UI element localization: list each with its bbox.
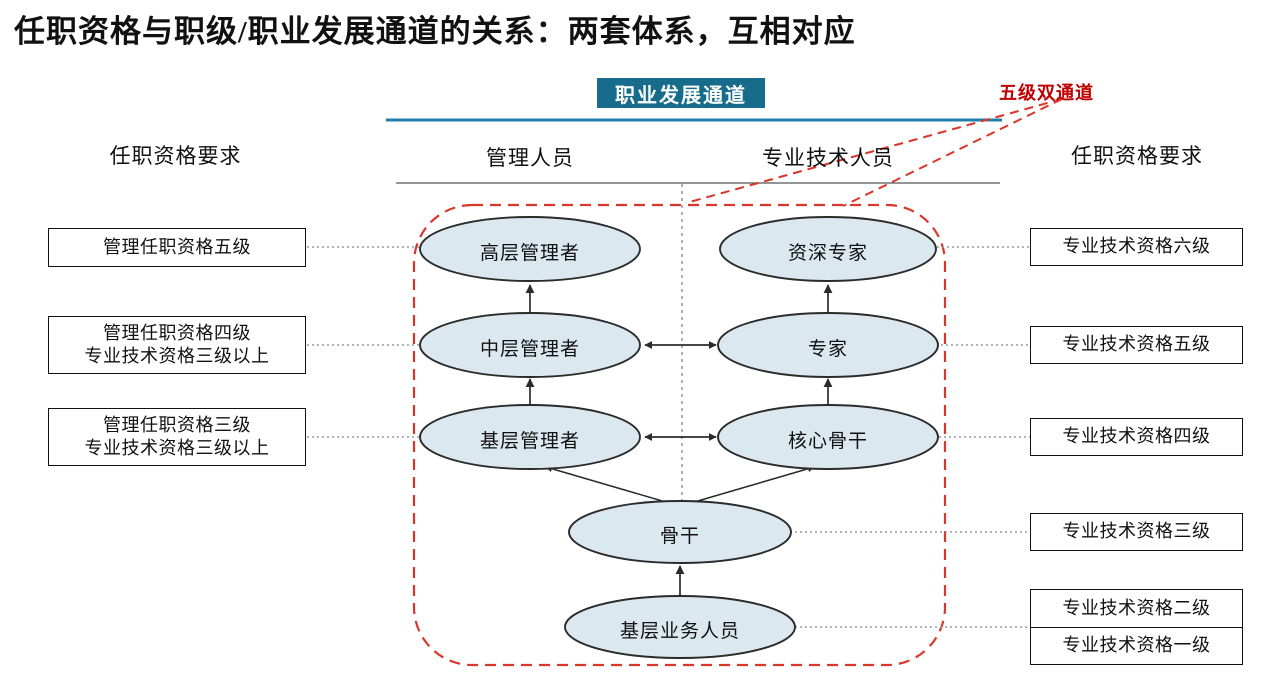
node-tech-senior (719, 216, 937, 282)
annotation-leader-1 (842, 98, 1063, 207)
node-backbone (568, 500, 792, 564)
right-box-tech-l2-l1: 专业技术资格二级 专业技术资格一级 (1030, 589, 1243, 665)
column-heading-technical: 专业技术人员 (762, 146, 894, 170)
left-box-mgmt-l4-line2: 专业技术资格三级以上 (84, 346, 270, 366)
career-channel-badge: 职业发展通道 (597, 78, 765, 108)
right-box-tech-l2-line1: 专业技术资格二级 (1062, 597, 1211, 618)
right-box-tech-l1-line2: 专业技术资格一级 (1031, 626, 1242, 665)
node-frontline (564, 595, 796, 659)
left-box-mgmt-l3-line2: 专业技术资格三级以上 (84, 438, 270, 458)
left-box-mgmt-l4: 管理任职资格四级 专业技术资格三级以上 (48, 316, 306, 374)
left-box-mgmt-l5-line1: 管理任职资格五级 (103, 236, 251, 257)
left-box-mgmt-l4-line1: 管理任职资格四级 (103, 322, 251, 343)
column-heading-management: 管理人员 (486, 146, 574, 170)
node-mgmt-middle (419, 312, 641, 378)
node-tech-core (717, 404, 939, 470)
node-mgmt-senior (419, 216, 641, 282)
right-box-tech-l5-line1: 专业技术资格五级 (1062, 334, 1211, 355)
right-box-tech-l3-line1: 专业技术资格三级 (1062, 521, 1211, 542)
right-box-tech-l6-line1: 专业技术资格六级 (1062, 236, 1211, 257)
right-column-heading: 任职资格要求 (1071, 144, 1203, 168)
left-box-mgmt-l3: 管理任职资格三级 专业技术资格三级以上 (48, 408, 306, 466)
page-title: 任职资格与职级/职业发展通道的关系：两套体系，互相对应 (14, 14, 856, 49)
dual-channel-annotation: 五级双通道 (999, 83, 1094, 103)
annotation-leader-2 (685, 98, 1063, 204)
arrow-backbone-to-junior-mgr (545, 465, 677, 506)
left-box-mgmt-l5: 管理任职资格五级 (48, 228, 306, 267)
arrow-backbone-to-core (683, 465, 815, 506)
right-box-tech-l6: 专业技术资格六级 (1030, 228, 1243, 266)
dual-channel-boundary (412, 203, 947, 667)
right-box-tech-l4: 专业技术资格四级 (1030, 418, 1243, 456)
node-mgmt-junior (419, 404, 641, 470)
right-box-tech-l5: 专业技术资格五级 (1030, 326, 1243, 364)
right-box-tech-l4-line1: 专业技术资格四级 (1062, 426, 1211, 447)
right-box-tech-l3: 专业技术资格三级 (1030, 513, 1243, 551)
left-box-mgmt-l3-line1: 管理任职资格三级 (103, 414, 251, 435)
left-column-heading: 任职资格要求 (109, 144, 242, 168)
node-tech-expert (717, 312, 939, 378)
